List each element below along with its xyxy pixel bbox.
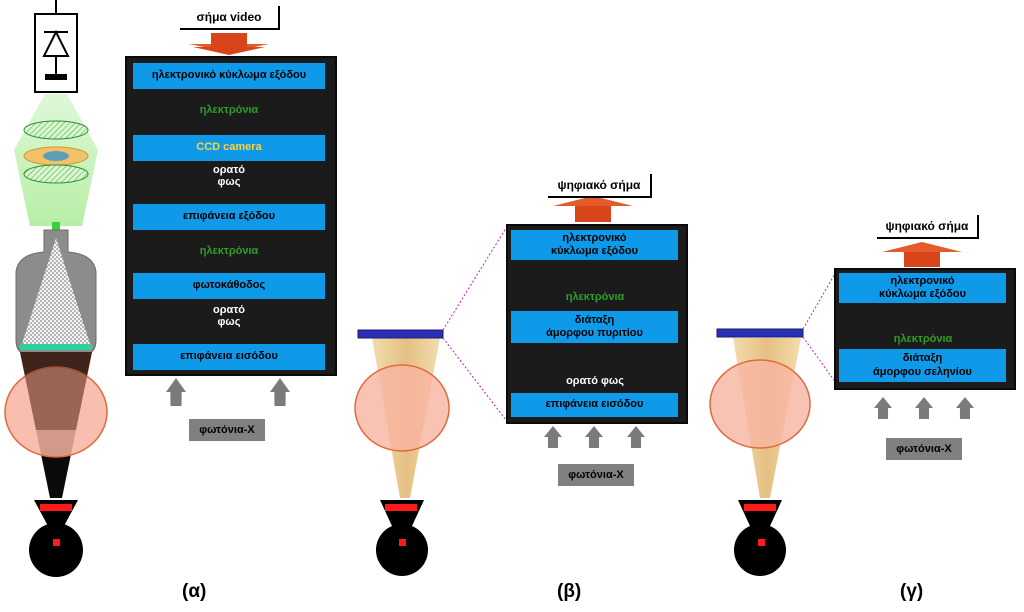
panel-c-caption: (γ)	[900, 581, 924, 602]
panel-a-visible-light-top-label: ορατό φως	[213, 164, 245, 189]
xray-arrow-icon	[956, 397, 974, 419]
xray-arrow-icon	[627, 426, 645, 448]
panel-a-visible-light-bottom-label: ορατό φως	[213, 304, 245, 329]
panel-a-ccd-camera: CCD camera	[133, 135, 325, 161]
panel-a-xray-photons-label: φωτόνια-X	[189, 419, 265, 441]
xray-arrow-icon	[544, 426, 562, 448]
panel-b-xray-photons-label: φωτόνια-X	[558, 464, 634, 486]
panel-c-electrons-label: ηλεκτρόνια	[893, 333, 953, 345]
panel-a-caption: (α)	[182, 581, 207, 602]
flat-panel-silicon-illustration	[354, 227, 507, 576]
panel-c-array: διάταξη άμορφου σεληνίου	[839, 349, 1006, 382]
xray-arrow-icon	[915, 397, 933, 419]
lens-top-icon	[23, 120, 89, 140]
panel-a-output-signal-label: σήμα video	[180, 6, 280, 30]
panel-a-input-surface: επιφάνεια εισόδου	[133, 344, 325, 370]
xray-tube-icon	[29, 500, 83, 577]
xray-arrow-icon	[585, 426, 603, 448]
detector-plate	[357, 329, 444, 339]
panel-b-array: διάταξη άμορφου πυριτίου	[511, 311, 678, 343]
image-intensifier-illustration	[4, 0, 108, 577]
panel-b-output-arrow	[553, 196, 633, 222]
xray-tube-icon	[734, 500, 786, 576]
detector-plate	[716, 328, 804, 338]
patient-circle	[709, 359, 811, 449]
panel-b-visible-light-label: ορατό φως	[566, 375, 624, 387]
panel-a-photocathode: φωτοκάθοδος	[133, 273, 325, 299]
xray-arrow-icon	[270, 378, 290, 406]
panel-a-electrons-top-label: ηλεκτρόνια	[199, 104, 259, 116]
zoom-line-bottom	[442, 337, 507, 421]
panel-a-exit-surface: επιφάνεια εξόδου	[133, 204, 325, 230]
panel-c-xray-photons-label: φωτόνια-X	[886, 438, 962, 460]
panel-c-output-arrow	[882, 242, 962, 267]
panel-b-electrons-label: ηλεκτρόνια	[565, 291, 625, 303]
panel-c-output-circuit: ηλεκτρονικό κύκλωμα εξόδου	[839, 273, 1006, 303]
patient-circle	[354, 364, 450, 452]
panel-b-output-circuit: ηλεκτρονικό κύκλωμα εξόδου	[511, 230, 678, 260]
flat-panel-selenium-illustration	[709, 271, 837, 576]
xray-arrow-icon	[874, 397, 892, 419]
panel-b-output-signal-label: ψηφιακό σήμα	[548, 174, 652, 198]
panel-a-electrons-mid-label: ηλεκτρόνια	[199, 245, 259, 257]
zoom-line-top	[802, 271, 837, 330]
panel-c-output-signal-label: ψηφιακό σήμα	[877, 215, 979, 239]
xray-tube-icon	[376, 500, 428, 576]
tv-camera-icon	[34, 0, 78, 93]
panel-b-caption: (β)	[557, 581, 582, 602]
zoom-line-bottom	[802, 336, 837, 384]
panel-b-input-surface: επιφάνεια εισόδου	[511, 393, 678, 417]
lens-bottom-icon	[23, 164, 89, 184]
panel-a-output-arrow	[189, 33, 269, 55]
panel-a-output-circuit: ηλεκτρονικό κύκλωμα εξόδου	[133, 63, 325, 89]
xray-arrow-icon	[166, 378, 186, 406]
